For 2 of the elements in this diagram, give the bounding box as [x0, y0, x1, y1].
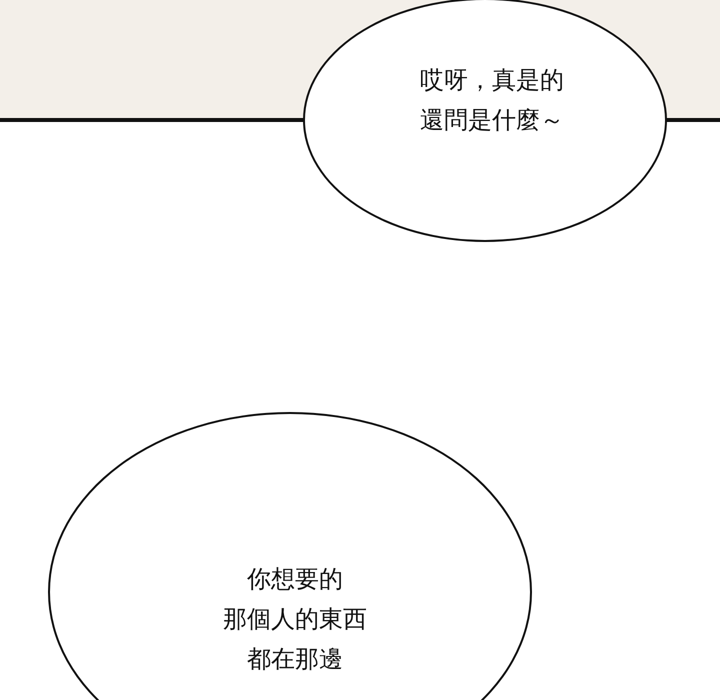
speech-text: 你想要的那個人的東西都在那邊: [223, 564, 367, 675]
speech-text: 哎呀，真是的還問是什麼～: [420, 65, 564, 136]
